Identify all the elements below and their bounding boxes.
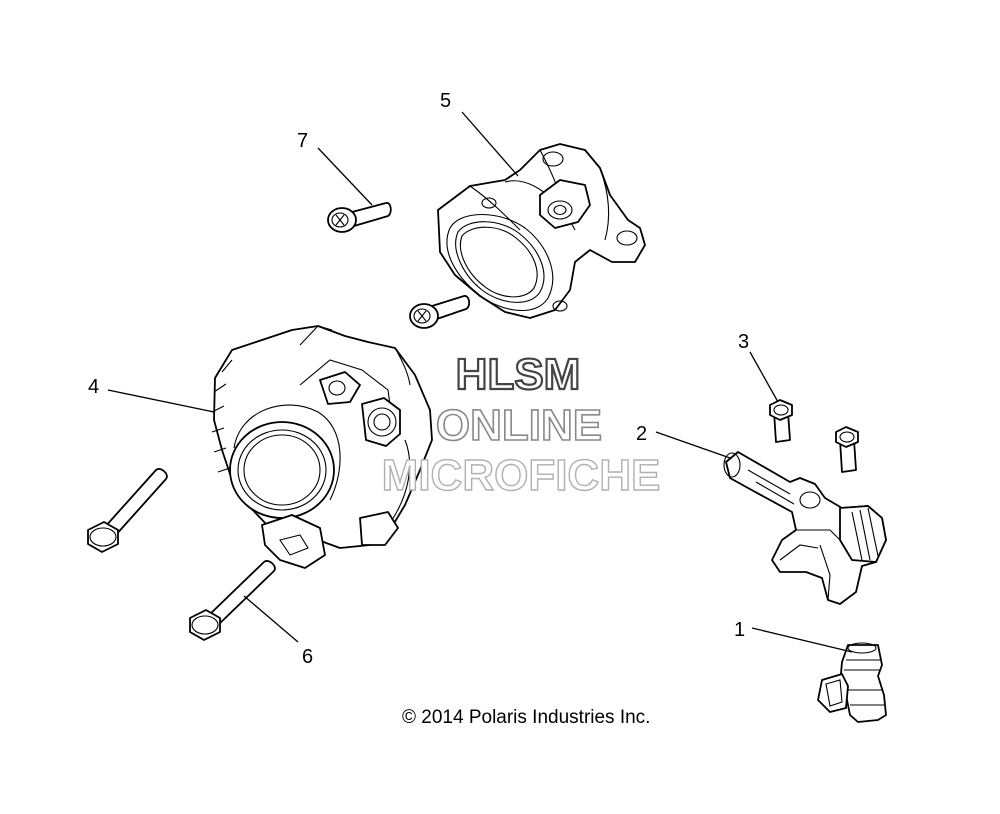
throttle-body-part-4: [211, 325, 433, 569]
cap-screw-part-7-upper: [327, 202, 392, 233]
leader-line-6: [243, 595, 299, 643]
leader-line-1: [751, 627, 853, 653]
watermark-line-3: MICROFICHE: [382, 451, 661, 500]
copyright-notice: © 2014 Polaris Industries Inc.: [402, 707, 650, 728]
leader-line-4: [107, 389, 215, 413]
flange-bolt-part-6-lower: [189, 560, 276, 641]
flange-bolt-part-3-right: [835, 426, 859, 473]
leader-line-3: [749, 351, 779, 403]
fuel-rail-part-2: [723, 451, 887, 605]
leader-lines: [107, 111, 853, 653]
flange-bolt-part-6-upper: [87, 468, 168, 553]
watermark: HLSM ONLINE MICROFICHE: [381, 349, 661, 501]
intake-adapter-part-5: [437, 143, 646, 319]
callout-5: 5: [440, 90, 451, 112]
callout-7: 7: [297, 130, 308, 152]
flange-bolt-part-3-left: [769, 399, 793, 443]
watermark-line-2: ONLINE: [436, 401, 602, 450]
callout-6: 6: [302, 646, 313, 668]
callout-2: 2: [636, 423, 647, 445]
cap-screw-part-7-lower: [409, 295, 471, 329]
leader-line-2: [655, 431, 731, 459]
callout-3: 3: [738, 331, 749, 353]
leader-line-5: [461, 111, 519, 177]
callout-1: 1: [734, 619, 745, 641]
watermark-line-1: HLSM: [456, 350, 581, 399]
fuel-injector-part-1: [817, 642, 887, 723]
callout-4: 4: [88, 376, 99, 398]
leader-line-7: [317, 147, 373, 206]
